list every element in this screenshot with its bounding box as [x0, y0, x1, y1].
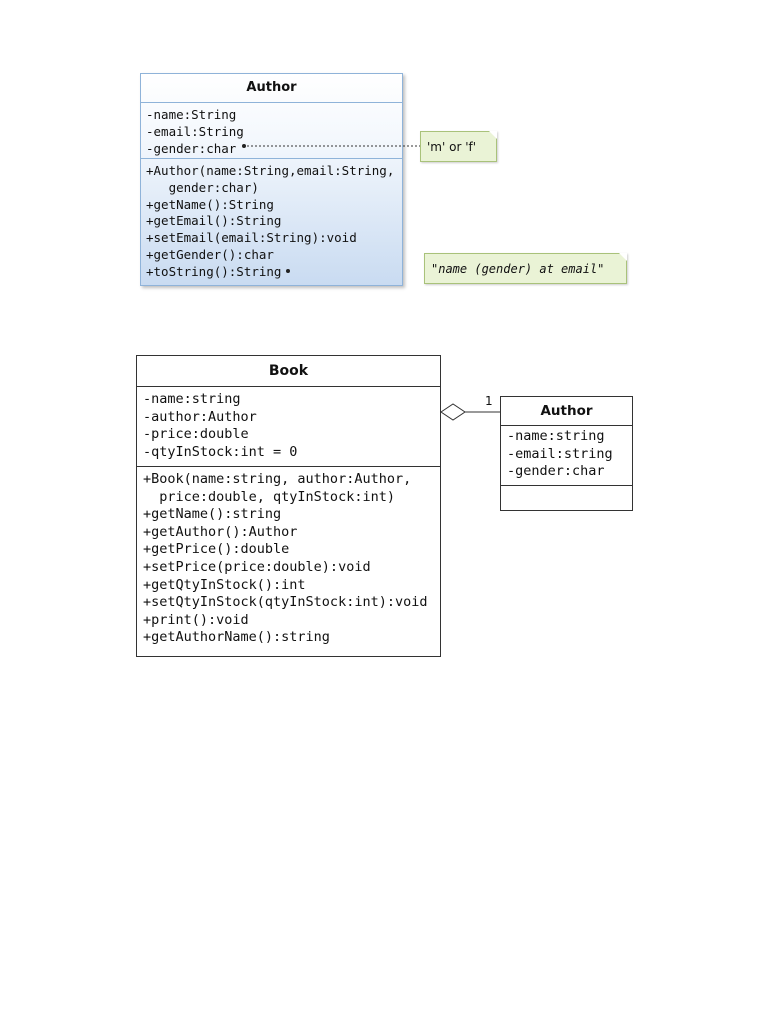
class-title: Author [141, 74, 402, 103]
operation: +getGender():char [146, 246, 274, 262]
attribute: -qtyInStock:int = 0 [143, 443, 298, 460]
gender-note: 'm' or 'f' [420, 131, 497, 162]
operation: +setPrice(price:double):void [143, 558, 371, 575]
operations-section: +Book(name:string, author:Author, price:… [137, 467, 440, 651]
operation: +getAuthorName():string [143, 629, 330, 646]
operation: +toString():String [146, 263, 282, 279]
operation: +getAuthor():Author [143, 523, 298, 540]
attribute: -email:string [507, 445, 613, 462]
attribute: -email:String [146, 123, 244, 139]
operation: +getPrice():double [143, 541, 290, 558]
operation: +getName():String [146, 196, 274, 212]
attribute: -price:double [143, 426, 249, 443]
attribute: -gender:char [146, 140, 237, 156]
attributes-section: -name:string -email:string -gender:char [501, 426, 632, 486]
attribute: -name:String [146, 107, 237, 122]
author-class-simple: Author -name:string -email:string -gende… [500, 396, 633, 511]
class-title: Author [501, 397, 632, 426]
operations-section: +Author(name:String,email:String, gender… [141, 159, 402, 285]
operation: +setEmail(email:String):void [146, 230, 357, 246]
aggregation-diamond [440, 403, 466, 421]
attributes-section: -name:String -email:String -gender:char [141, 103, 402, 159]
attribute: -gender:char [507, 463, 605, 480]
attributes-section: -name:string -author:Author -price:doubl… [137, 387, 440, 467]
operation: +getQtyInStock():int [143, 576, 306, 593]
operation: +getEmail():String [146, 213, 282, 229]
operation: gender:char) [146, 179, 259, 195]
attribute: -name:string [143, 391, 241, 407]
operation: +Book(name:string, author:Author, [143, 471, 412, 487]
multiplicity-label: 1 [485, 394, 493, 408]
attribute: -author:Author [143, 408, 257, 425]
attribute: -name:string [507, 428, 605, 444]
class-title: Book [137, 356, 440, 387]
tostring-note: "name (gender) at email" [424, 253, 627, 284]
book-class: Book -name:string -author:Author -price:… [136, 355, 441, 657]
operation: +Author(name:String,email:String, [146, 163, 395, 178]
operation: price:double, qtyInStock:int) [143, 488, 395, 505]
operation: +print():void [143, 611, 249, 628]
operation: +setQtyInStock(qtyInStock:int):void [143, 594, 428, 611]
author-class-detailed: Author -name:String -email:String -gende… [140, 73, 403, 286]
operation: +getName():string [143, 506, 282, 523]
